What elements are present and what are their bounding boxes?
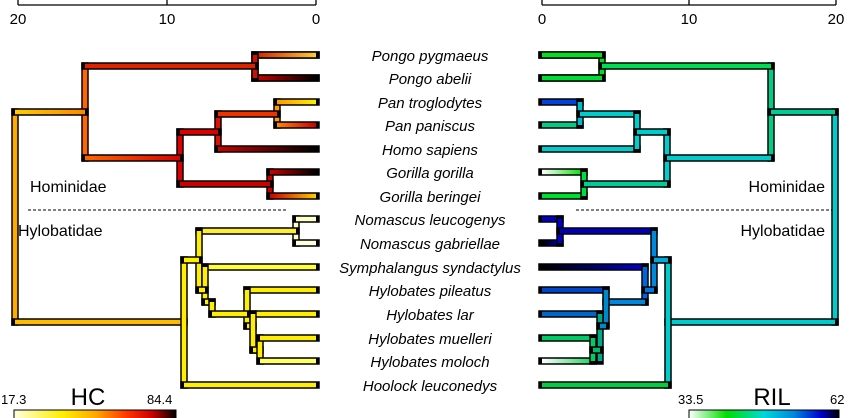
taxon-label: Pan troglodytes [378, 95, 483, 112]
taxon-label: Gorilla beringei [380, 189, 482, 206]
taxon-label: Hylobates moloch [370, 354, 489, 371]
ril-axis-tick-label: 0 [538, 11, 546, 28]
ril-legend-max: 62 [830, 392, 844, 407]
hc-legend-min: 17.3 [1, 392, 26, 407]
hc-legend-max: 84.4 [147, 392, 172, 407]
taxon-label: Hylobates pileatus [369, 283, 492, 300]
taxon-label: Nomascus gabriellae [360, 236, 500, 253]
hc-axis-tick-label: 20 [10, 11, 27, 28]
hylobatidae-label-left: Hylobatidae [18, 223, 103, 240]
ril-axis-tick-label: 10 [681, 11, 698, 28]
hc-legend: HC 17.3 84.4 [1, 384, 177, 418]
taxon-label: Nomascus leucogenys [355, 212, 506, 229]
taxon-label: Pongo abelii [389, 71, 472, 88]
hylobatidae-label-right: Hylobatidae [741, 223, 826, 240]
hc-axis-tick-label: 10 [159, 11, 176, 28]
ril-legend-min: 33.5 [678, 392, 703, 407]
hc-tree [11, 51, 320, 389]
taxon-label: Hoolock leuconedys [363, 378, 498, 395]
taxon-label: Hylobates lar [386, 307, 475, 324]
ril-tree-axis: 0 10 20 [538, 0, 845, 28]
ril-legend: 33.5 RIL 62 [678, 384, 844, 418]
taxon-label: Pongo pygmaeus [372, 48, 489, 65]
ril-legend-title: RIL [753, 384, 790, 411]
hominidae-label-left: Hominidae [30, 179, 107, 196]
taxon-label: Hylobates muelleri [368, 331, 492, 348]
hc-axis-tick-label: 0 [312, 11, 320, 28]
ril-axis-tick-label: 20 [828, 11, 845, 28]
taxon-labels: Pongo pygmaeus Pongo abelii Pan troglody… [339, 48, 521, 395]
hc-legend-title: HC [71, 384, 106, 411]
taxon-label: Gorilla gorilla [386, 165, 474, 182]
hc-colorbar [13, 409, 177, 418]
ril-tree [538, 51, 839, 389]
hominidae-label-right: Hominidae [749, 179, 826, 196]
ril-colorbar [688, 409, 840, 418]
hc-tree-axis: 20 10 0 [10, 0, 320, 28]
taxon-label: Pan paniscus [385, 118, 476, 135]
taxon-label: Homo sapiens [382, 142, 478, 159]
taxon-label: Symphalangus syndactylus [339, 260, 521, 277]
